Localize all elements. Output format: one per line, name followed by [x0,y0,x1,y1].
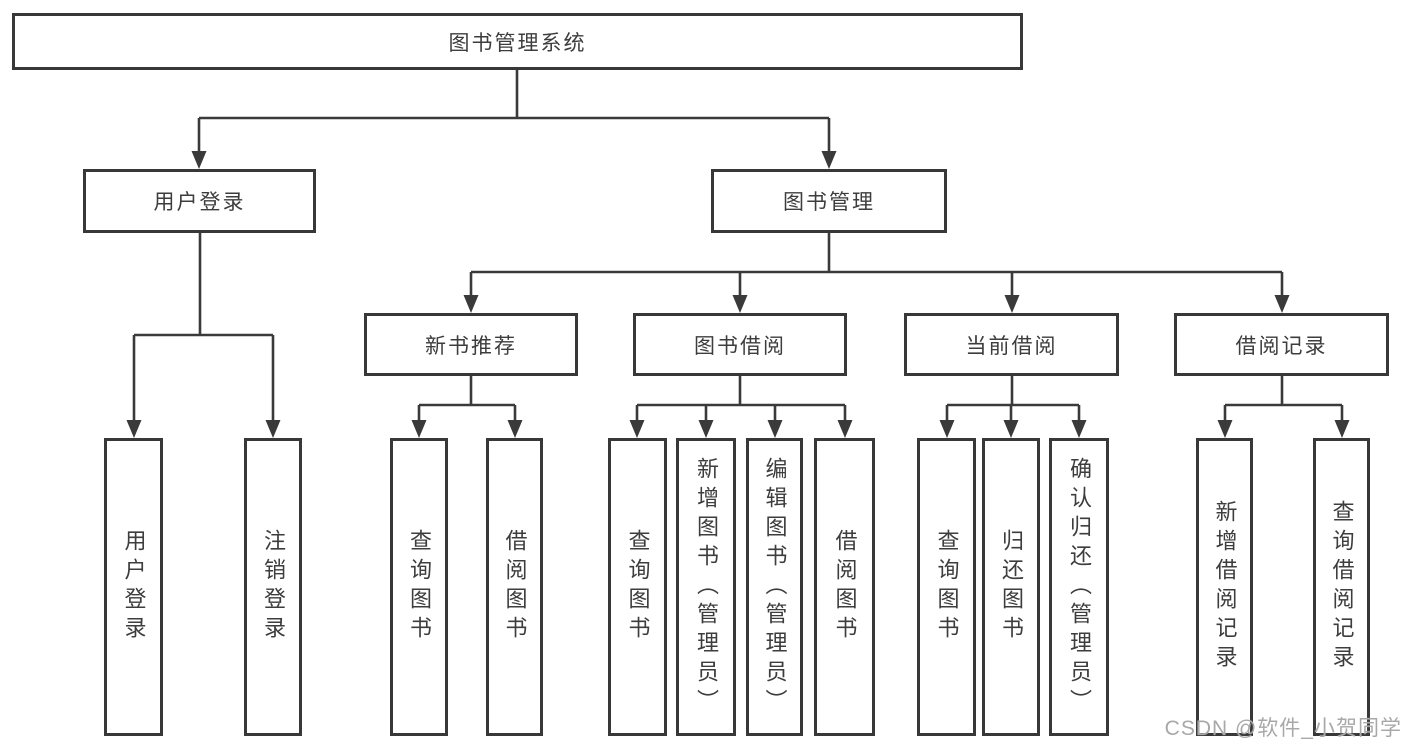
leaf-label: 新增借阅记录 [1212,500,1238,674]
leaf-add-borrow-record: 新增借阅记录 [1196,438,1253,736]
node-root-system: 图书管理系统 [12,13,1023,70]
leaf-return-book: 归还图书 [982,438,1040,736]
node-new-book-recommend: 新书推荐 [364,313,578,376]
leaf-query-book-3: 查询图书 [917,438,976,736]
node-current-borrow: 当前借阅 [904,313,1119,376]
leaf-label: 用户登录 [121,529,147,645]
node-borrow-record: 借阅记录 [1174,313,1389,376]
node-user-login: 用户登录 [83,169,316,233]
leaf-borrow-book-1: 借阅图书 [486,438,543,736]
leaf-borrow-book-2: 借阅图书 [814,438,875,736]
leaf-logout: 注销登录 [244,438,302,736]
leaf-confirm-return-admin: 确认归还（管理员） [1049,438,1109,736]
leaf-user-login: 用户登录 [104,438,163,736]
leaf-query-book-1: 查询图书 [390,438,448,736]
leaf-label: 查询图书 [934,529,960,645]
leaf-label: 确认归还（管理员） [1067,456,1092,718]
leaf-label: 借阅图书 [832,529,858,645]
leaf-label: 编辑图书（管理员） [762,456,788,718]
leaf-query-borrow-record: 查询借阅记录 [1313,438,1370,736]
leaf-add-book-admin: 新增图书（管理员） [676,438,736,736]
node-book-management: 图书管理 [711,169,947,233]
leaf-label: 新增图书（管理员） [694,456,719,718]
leaf-label: 注销登录 [261,529,286,645]
leaf-query-book-2: 查询图书 [608,438,667,736]
leaf-label: 查询图书 [407,529,432,645]
node-book-borrow: 图书借阅 [633,313,847,376]
leaf-edit-book-admin: 编辑图书（管理员） [746,438,803,736]
leaf-label: 借阅图书 [502,529,528,645]
leaf-label: 查询图书 [625,529,651,645]
leaf-label: 查询借阅记录 [1329,500,1355,674]
leaf-label: 归还图书 [999,529,1024,645]
